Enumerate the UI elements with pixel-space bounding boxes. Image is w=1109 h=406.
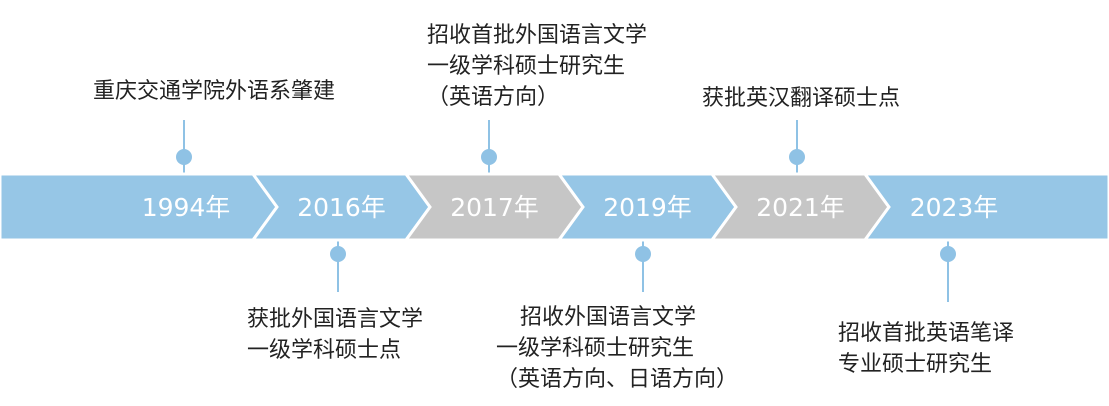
event-1994-line-1: 重庆交通学院外语系肇建 xyxy=(93,79,336,104)
event-2023-line-1: 招收首批英语笔译 xyxy=(838,321,1015,346)
marker-1994-dot xyxy=(176,149,192,165)
timeline-band: 1994年 2016年 2017年 2019年 2021年 2023年 xyxy=(0,172,1109,242)
event-2017-line-2: 一级学科硕士研究生 xyxy=(427,54,626,79)
connector-layer xyxy=(176,120,956,302)
event-2017-line-1: 招收首批外国语言文学 xyxy=(427,23,648,48)
event-2016-line-2: 一级学科硕士点 xyxy=(247,338,402,363)
timeline-year-label: 2017年 xyxy=(450,193,539,222)
timeline-segment-2023 xyxy=(862,172,1109,242)
event-2023-line-2: 专业硕士研究生 xyxy=(838,352,993,377)
event-2023: 招收首批英语笔译 专业硕士研究生 xyxy=(838,318,1014,380)
marker-2023-dot xyxy=(940,246,956,262)
event-2019-line-2: 一级学科硕士研究生 xyxy=(496,336,695,361)
event-2019-line-1: 招收外国语言文学 xyxy=(520,305,697,330)
timeline-year-label: 2023年 xyxy=(910,193,999,222)
event-2019: 招收外国语言文学 一级学科硕士研究生 （英语方向、日语方向） xyxy=(496,302,738,395)
timeline-segment-1994 xyxy=(0,172,279,242)
event-2017-line-3: （英语方向） xyxy=(427,85,560,110)
marker-2016-dot xyxy=(330,246,346,262)
event-2016: 获批外国语言文学 一级学科硕士点 xyxy=(247,304,423,366)
marker-2021-dot xyxy=(789,149,805,165)
event-2017: 招收首批外国语言文学 一级学科硕士研究生 （英语方向） xyxy=(427,20,647,113)
timeline-year-label: 2021年 xyxy=(756,193,845,222)
marker-2017-dot xyxy=(481,149,497,165)
event-2016-line-1: 获批外国语言文学 xyxy=(247,307,424,332)
marker-2019-dot xyxy=(635,246,651,262)
event-2019-line-3: （英语方向、日语方向） xyxy=(496,367,739,392)
timeline-year-label: 1994年 xyxy=(142,193,231,222)
event-2021-line-1: 获批英汉翻译硕士点 xyxy=(702,86,901,111)
event-2021: 获批英汉翻译硕士点 xyxy=(702,83,900,114)
event-1994: 重庆交通学院外语系肇建 xyxy=(93,76,335,107)
timeline-year-label: 2016年 xyxy=(297,193,386,222)
timeline-year-label: 2019年 xyxy=(603,193,692,222)
